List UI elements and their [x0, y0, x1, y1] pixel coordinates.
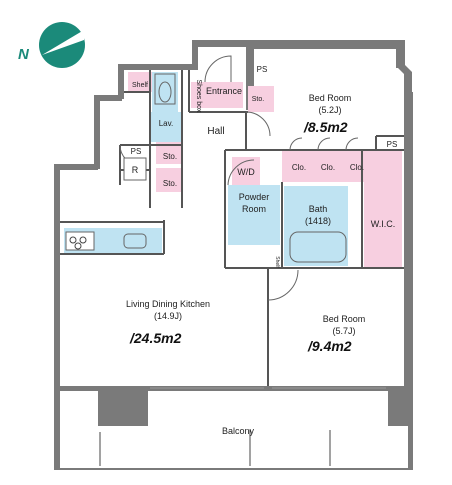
ldk-size: (14.9J) — [154, 311, 182, 321]
entrance-label: Entrance — [206, 86, 242, 96]
sto-label-2: Sto. — [163, 152, 177, 161]
ps-label-3: PS — [387, 140, 398, 149]
clo-label-3: Clo. — [350, 163, 364, 172]
powder-room-name: Powder — [239, 192, 270, 202]
balcony-label: Balcony — [222, 426, 255, 436]
compass-needle-icon — [42, 30, 84, 55]
bed-room-2-name: Bed Room — [323, 314, 366, 324]
fixtures — [65, 73, 347, 466]
wic-label: W.I.C. — [371, 219, 396, 229]
toilet-icon — [154, 73, 176, 105]
clo-label-1: Clo. — [292, 163, 306, 172]
compass: N — [18, 22, 85, 68]
bath-name: Bath — [309, 204, 328, 214]
refrigerator-box — [123, 157, 147, 181]
powder-room-name-2: Room — [242, 204, 266, 214]
room-labels: Bed Room (5.2J) /8.5m2 Bed Room (5.7J) /… — [126, 65, 397, 436]
bathtub-icon — [289, 231, 347, 263]
refrigerator-label: R — [132, 165, 139, 175]
bath-size: (1418) — [305, 216, 331, 226]
ldk-name: Living Dining Kitchen — [126, 299, 210, 309]
clo-label-2: Clo. — [321, 163, 335, 172]
shoes-box-label: Shoes box — [195, 79, 202, 113]
wd-label: W/D — [237, 167, 255, 177]
outer-walls — [54, 40, 413, 470]
lav-label: Lav. — [159, 119, 174, 128]
ps-label-2: PS — [131, 147, 142, 156]
interior-walls — [60, 70, 404, 386]
ldk-area: /24.5m2 — [129, 330, 182, 346]
ps-label-1: PS — [257, 65, 268, 74]
shelf-label: Shelf — [132, 82, 148, 89]
sink-icon — [123, 233, 147, 249]
bed-room-1-size: (5.2J) — [318, 105, 341, 115]
bed-room-2-area: /9.4m2 — [307, 338, 352, 354]
shelf-small-label: Shelf — [274, 256, 280, 268]
hall-label: Hall — [207, 126, 224, 137]
sto-label-1: Sto. — [252, 96, 265, 103]
bed-room-1-name: Bed Room — [309, 93, 352, 103]
bed-room-2-size: (5.7J) — [332, 326, 355, 336]
compass-north-label: N — [18, 46, 30, 63]
sto-label-3: Sto. — [163, 179, 177, 188]
bed-room-1-area: /8.5m2 — [303, 119, 348, 135]
